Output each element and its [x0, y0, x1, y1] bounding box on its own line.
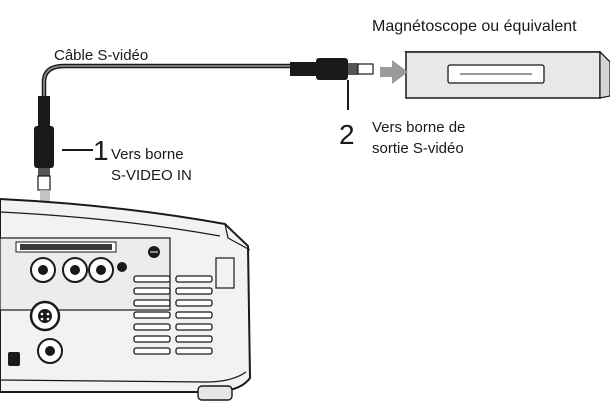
vcr-device: [404, 50, 610, 99]
step-2-line-1: Vers borne de: [372, 119, 466, 136]
direction-arrow: [380, 60, 408, 84]
step-2-number: 2: [339, 119, 355, 150]
s-video-cable: [41, 63, 296, 100]
projector: [0, 197, 252, 401]
vcr-label: Magnétoscope ou équivalent: [372, 18, 577, 35]
cable-label: Câble S-vidéo: [54, 47, 149, 64]
step-1-text: Vers borne S-VIDEO IN: [111, 144, 192, 186]
step-2-text: Vers borne de sortie S-vidéo: [372, 117, 465, 159]
step-1-number: 1: [93, 135, 109, 166]
cable-plug-right: [290, 58, 374, 80]
step-1-line-2: S-VIDEO IN: [111, 167, 192, 184]
cable-plug-left: [34, 96, 54, 191]
step-1-line-1: Vers borne: [111, 146, 184, 163]
step-2-line-2: sortie S-vidéo: [372, 140, 464, 157]
